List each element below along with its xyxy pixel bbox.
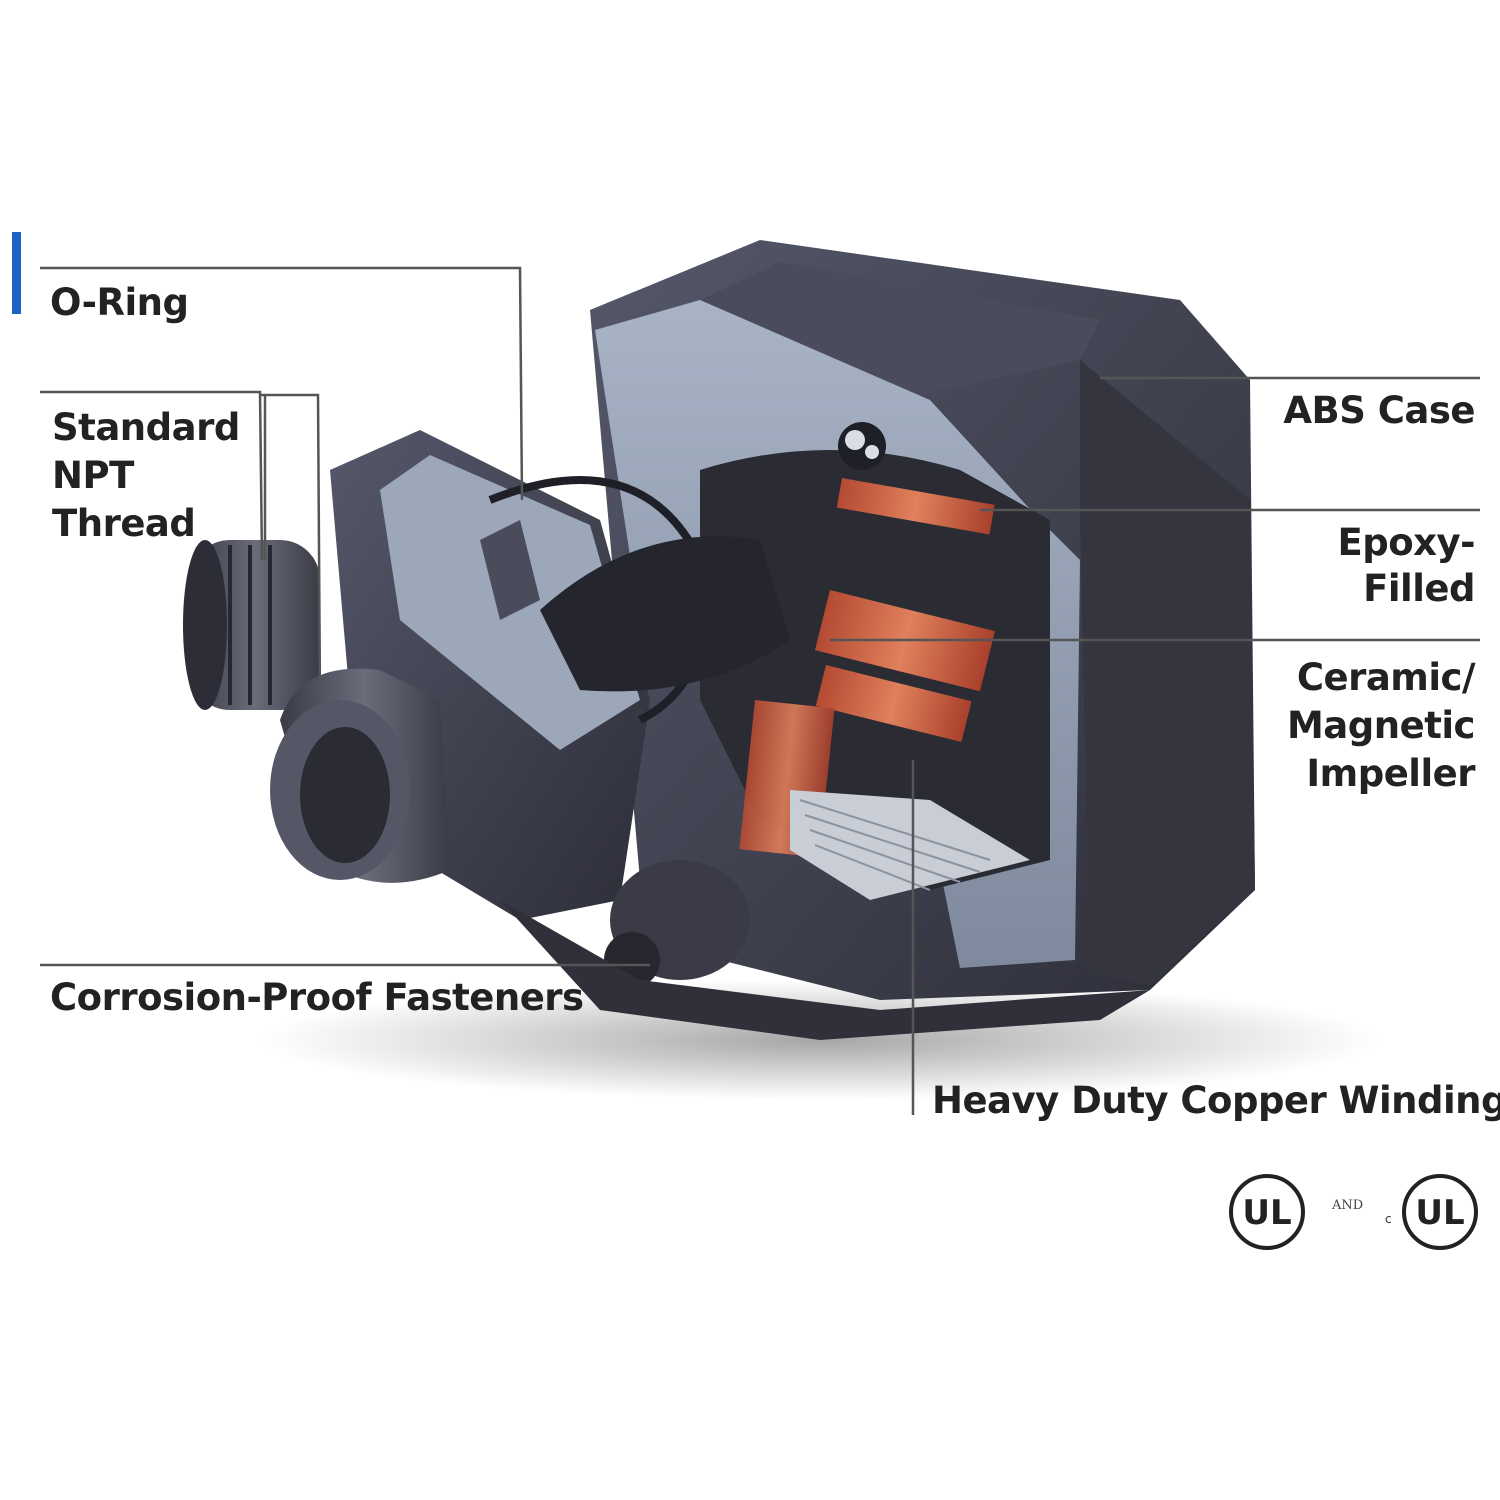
case-side-face bbox=[1080, 360, 1255, 985]
label-copper-winding: Heavy Duty Copper Winding bbox=[932, 1079, 1500, 1122]
cul-listed-mark: UL bbox=[1402, 1174, 1478, 1250]
fastener bbox=[604, 860, 750, 988]
case-top-ridge bbox=[700, 262, 1100, 395]
cul-mark-text: UL bbox=[1415, 1193, 1464, 1233]
leader-npt-a bbox=[40, 390, 264, 561]
label-epoxy-line2: Filled bbox=[1363, 567, 1475, 610]
label-npt-line3: Thread bbox=[52, 502, 196, 545]
ul-and-text: AND bbox=[1332, 1198, 1364, 1213]
label-impeller-line1: Ceramic/ bbox=[1296, 656, 1476, 699]
copper-winding-top bbox=[836, 478, 995, 535]
lamination-lines bbox=[799, 799, 991, 891]
leader-lines bbox=[40, 266, 1480, 1115]
impeller-vane bbox=[480, 520, 540, 620]
label-npt-line1: Standard bbox=[52, 406, 240, 449]
leader-o-ring bbox=[40, 266, 524, 501]
ul-listed-mark: UL bbox=[1229, 1174, 1305, 1250]
leader-npt-b bbox=[260, 393, 322, 701]
label-fasteners: Corrosion-Proof Fasteners bbox=[50, 976, 584, 1019]
inlet-pipe bbox=[183, 540, 320, 710]
label-impeller-line3: Impeller bbox=[1306, 752, 1475, 795]
label-epoxy-line1: Epoxy- bbox=[1337, 521, 1475, 564]
impeller-shaft bbox=[540, 536, 790, 692]
label-impeller-line2: Magnetic bbox=[1286, 704, 1476, 747]
outlet-pipe bbox=[270, 668, 450, 883]
label-npt-line2: NPT bbox=[52, 454, 134, 497]
label-o-ring: O-Ring bbox=[50, 281, 189, 324]
label-abs-case: ABS Case bbox=[1283, 389, 1475, 432]
cul-prefix: c bbox=[1385, 1212, 1392, 1226]
copper-winding-middle bbox=[815, 664, 972, 743]
pump-base bbox=[500, 900, 1150, 1040]
stator-laminations bbox=[790, 790, 1030, 900]
accent-bar bbox=[12, 232, 21, 314]
ul-mark-text: UL bbox=[1242, 1193, 1291, 1233]
